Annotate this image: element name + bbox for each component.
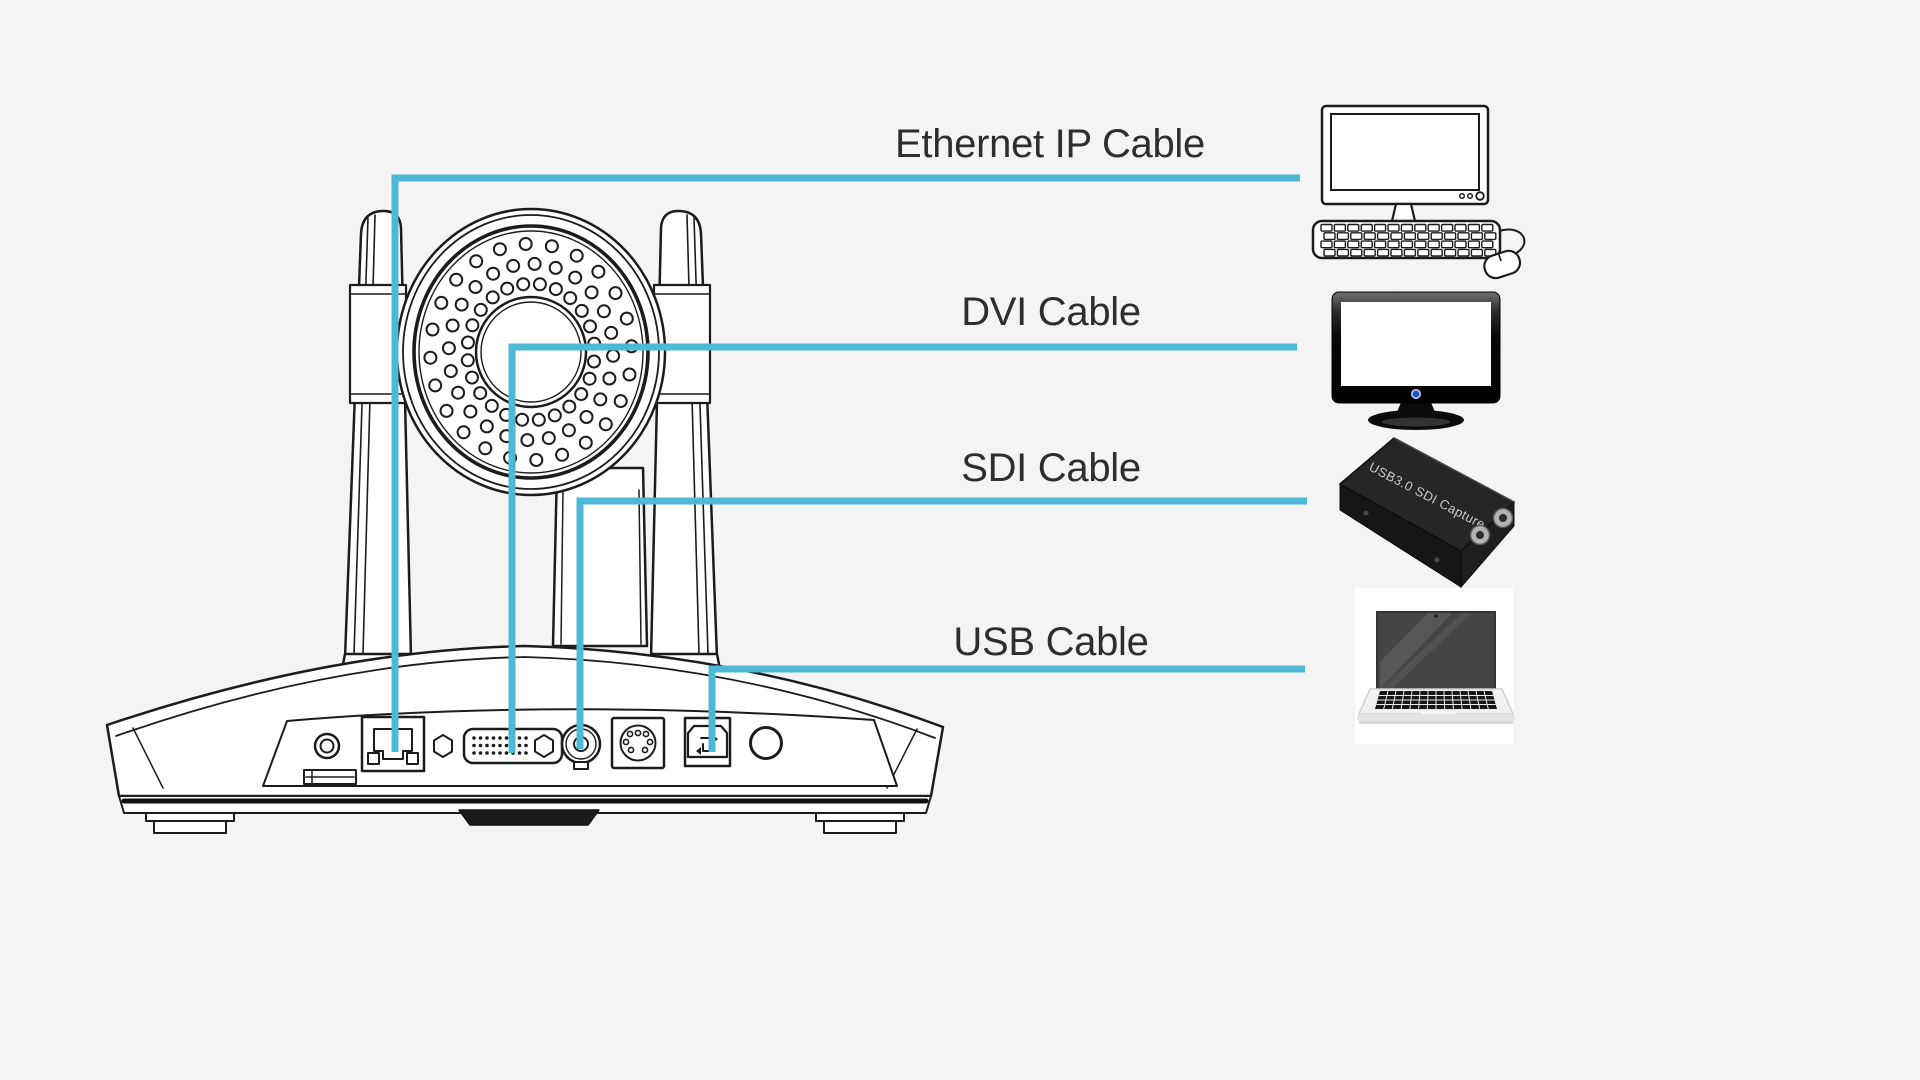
keyboard-keys <box>1320 223 1497 257</box>
ethernet-cable-label: Ethernet IP Cable <box>895 122 1205 166</box>
monitor-button-icon <box>1466 192 1474 200</box>
power-led-icon <box>1411 389 1421 399</box>
sdi-capture-box-icon: USB3.0 SDI Capture <box>1338 437 1516 589</box>
sdi-cable-label: SDI Cable <box>961 446 1141 490</box>
vent-slot <box>303 769 357 785</box>
camera-base <box>105 644 945 834</box>
camera-bottom-mount <box>458 809 600 826</box>
cable-lines <box>391 174 1307 753</box>
dvi-cable-line <box>508 343 1297 753</box>
screw-icon <box>1434 557 1440 563</box>
power-jack-port <box>313 732 341 760</box>
camera-head-vent-holes <box>423 237 639 467</box>
monitor-button-icon <box>1458 192 1466 200</box>
monitor-power-icon <box>1475 191 1485 201</box>
rs232-din-port <box>610 716 666 770</box>
camera-head <box>395 207 667 497</box>
desktop-computer-icon <box>1311 104 1526 280</box>
bnc-connector-icon <box>1469 507 1514 546</box>
camera-feet <box>145 812 905 834</box>
monitor-stand <box>1390 202 1417 223</box>
dvi-cable-label: DVI Cable <box>961 290 1141 334</box>
usb-cable-line <box>708 665 1305 752</box>
mouse-icon <box>1483 249 1522 280</box>
camera-neck <box>551 466 649 648</box>
camera-right-arm <box>642 209 726 692</box>
camera-left-arm <box>336 209 420 692</box>
laptop-icon <box>1355 588 1515 744</box>
ethernet-cable-line <box>391 174 1300 752</box>
screw-hole-icon <box>534 734 554 758</box>
ptz-camera-rear-icon <box>105 207 945 834</box>
mouse-cable <box>1498 228 1526 255</box>
screw-icon <box>1363 510 1369 516</box>
monitor-icon <box>1331 291 1501 430</box>
connector-hole-icon <box>749 726 783 760</box>
usb-cable-label: USB Cable <box>953 620 1148 664</box>
usb-b-port <box>683 716 732 768</box>
screw-hole-icon <box>433 734 453 758</box>
webcam-icon <box>1434 614 1438 618</box>
sdi-cable-line <box>576 497 1307 749</box>
monitor-screen <box>1341 302 1491 386</box>
